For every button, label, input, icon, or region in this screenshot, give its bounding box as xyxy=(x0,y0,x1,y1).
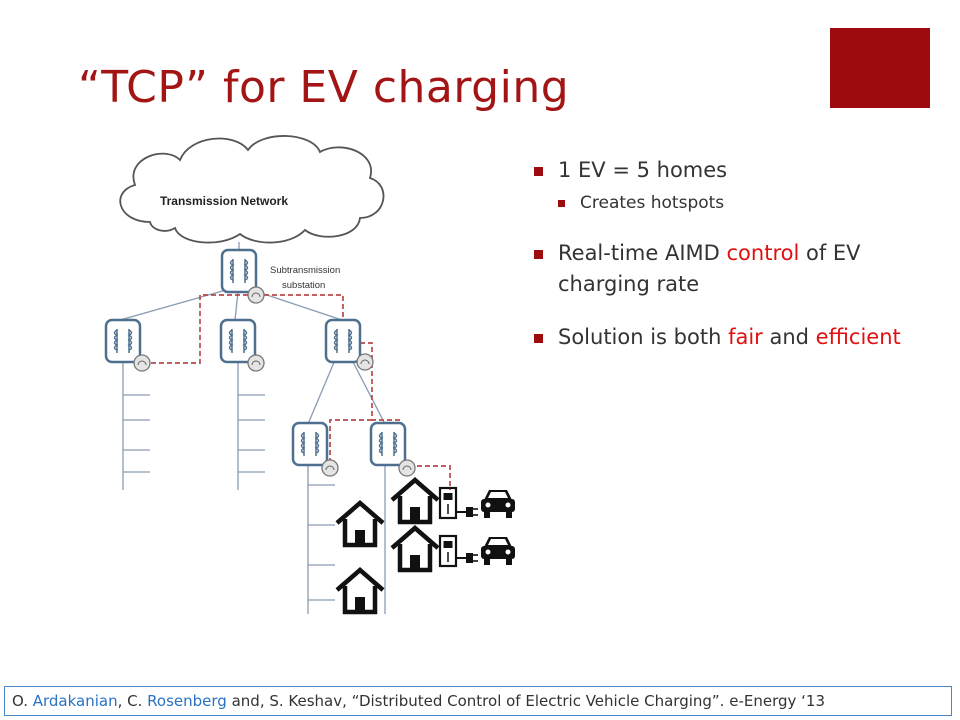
meter-icon xyxy=(321,459,339,477)
transformer-icon xyxy=(369,421,407,467)
meter-icon xyxy=(247,286,265,304)
meter-icon xyxy=(247,354,265,372)
bullet-3: Solution is both fair and efficient xyxy=(530,322,920,353)
bullet-list: 1 EV = 5 homes Creates hotspots Real-tim… xyxy=(530,155,920,353)
corner-accent-square xyxy=(830,28,930,108)
highlight-fair: fair xyxy=(728,325,763,349)
citation-footer: O. Ardakanian, C. Rosenberg and, S. Kesh… xyxy=(4,686,952,716)
charger-icon xyxy=(438,486,458,520)
car-icon xyxy=(481,537,515,565)
house-icon xyxy=(337,503,383,545)
transformer-icon xyxy=(104,318,142,364)
meter-icon xyxy=(133,354,151,372)
highlight-control: control xyxy=(726,241,800,265)
meter-icon xyxy=(356,353,374,371)
cloud-label: Transmission Network xyxy=(160,194,288,208)
cloud-icon xyxy=(119,135,385,244)
slide-title: “TCP” for EV charging xyxy=(78,62,570,113)
bullet-2: Real-time AIMD control of EV charging ra… xyxy=(530,238,920,300)
house-icon xyxy=(392,480,438,522)
distribution-network-diagram: Transmission Network Subtransmission xyxy=(104,135,515,620)
substation-label: Subtransmission xyxy=(270,265,340,276)
transformer-icon xyxy=(219,318,257,364)
house-icon xyxy=(337,570,383,612)
substation-label-2: substation xyxy=(282,280,325,291)
plug-icon xyxy=(455,552,479,564)
car-icon xyxy=(481,490,515,518)
transformer-icon xyxy=(324,318,362,364)
bullet-1: 1 EV = 5 homes xyxy=(530,155,920,186)
transformer-icon xyxy=(291,421,329,467)
transformer-icon xyxy=(220,248,258,294)
author-ardakanian: Ardakanian xyxy=(32,692,118,710)
plug-icon xyxy=(455,506,479,518)
highlight-efficient: efficient xyxy=(815,325,901,349)
charger-icon xyxy=(438,534,458,568)
meter-icon xyxy=(398,459,416,477)
author-rosenberg: Rosenberg xyxy=(147,692,227,710)
sub-bullet-1: Creates hotspots xyxy=(530,190,920,216)
house-icon xyxy=(392,528,438,570)
